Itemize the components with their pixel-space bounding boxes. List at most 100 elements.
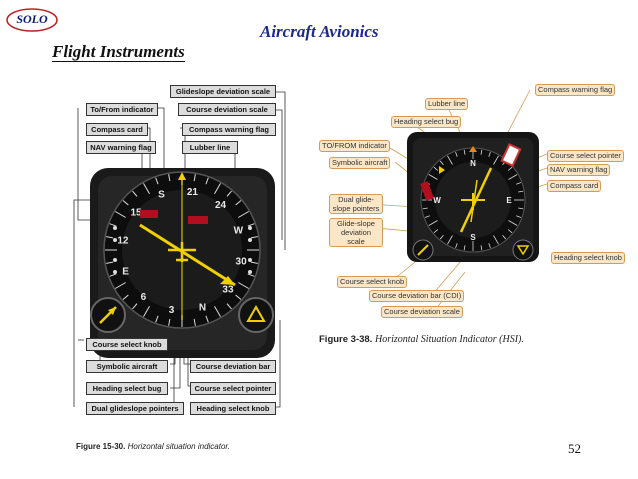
rlabel-dual-glide-slope-pointers: Dual glide-slope pointers <box>329 194 383 214</box>
dial-tick <box>214 306 221 317</box>
dial-tick <box>455 151 458 157</box>
dial-tick <box>193 174 196 182</box>
dial-tick <box>226 303 232 310</box>
dial-tick <box>488 243 491 249</box>
right-caption: Figure 3-38. Horizontal Situation Indica… <box>319 334 524 345</box>
right-hsi-diagram: N E S W <box>364 89 548 311</box>
dial-tick <box>433 229 439 234</box>
dial-tick <box>122 200 129 206</box>
dial-tick <box>447 235 453 245</box>
label-course-deviation-bar: Course deviation bar <box>190 360 276 373</box>
compass-card-label: 3 <box>169 305 175 316</box>
dial-tick <box>235 200 242 206</box>
dial-tick <box>422 207 428 210</box>
dial-tick <box>480 245 483 251</box>
dial-tick <box>155 177 159 185</box>
label-compass-warning-flag: Compass warning flag <box>182 123 276 136</box>
label-lubber-line: Lubber line <box>182 141 238 154</box>
label-glideslope-deviation-scale: Glideslope deviation scale <box>170 85 276 98</box>
svg-text:N: N <box>470 159 476 168</box>
rlabel-course-select-knob: Course select knob <box>337 276 408 288</box>
right-hsi-figure: N E S W Lubber line Compass warning flag… <box>315 82 635 357</box>
rlabel-compass-card: Compass card <box>547 180 602 192</box>
right-caption-text: Horizontal Situation Indicator (HSI). <box>374 334 524 345</box>
label-nav-warning-flag: NAV warning flag <box>86 141 156 154</box>
compass-card-label: E <box>122 267 129 278</box>
dial-tick <box>226 190 232 197</box>
label-course-deviation-scale: Course deviation scale <box>178 103 276 116</box>
dial-tick <box>428 174 438 180</box>
rlabel-compass-warning-flag: Compass warning flag <box>535 84 616 96</box>
dial-tick <box>247 223 255 227</box>
solo-badge-shape <box>6 8 58 32</box>
compass-card-label: 15 <box>130 207 142 218</box>
dial-tick <box>424 215 430 218</box>
dial-tick <box>250 236 258 239</box>
svg-text:S: S <box>470 233 476 242</box>
rlabel-heading-select-knob: Heading select knob <box>551 252 625 264</box>
dial-tick <box>439 234 444 240</box>
dial-tick <box>132 190 138 197</box>
svg-text:E: E <box>506 196 512 205</box>
label-heading-select-knob: Heading select knob <box>190 402 276 415</box>
compass-card-label: 6 <box>141 292 147 303</box>
dial-tick <box>493 155 499 165</box>
dial-tick <box>238 211 249 218</box>
dial-tick <box>518 190 524 193</box>
compass-card-label: 21 <box>187 187 199 198</box>
compass-card-label: N <box>199 302 206 313</box>
dial-tick <box>168 174 171 182</box>
compass-card-label: W <box>234 225 244 236</box>
dial-tick <box>143 306 150 317</box>
rlabel-glide-slope-deviation-scale: Glide-slope deviation scale <box>329 218 383 247</box>
dial-tick <box>106 261 114 264</box>
left-hsi-diagram: N 3 6 E 12 15 S 21 24W 30 33 <box>73 91 286 408</box>
label-dual-glideslope-pointers: Dual glideslope pointers <box>86 402 184 415</box>
dial-tick <box>463 245 466 251</box>
rlabel-lubber-line: Lubber line <box>425 98 469 110</box>
dial-tick <box>115 211 126 218</box>
left-caption-number: Figure 15-30. <box>76 442 126 451</box>
label-to-from-indicator: To/From indicator <box>86 103 158 116</box>
dial-tick <box>428 220 438 226</box>
dial-tick <box>168 318 171 326</box>
rlabel-to-from-indicator: TO/FROM indicator <box>319 140 390 152</box>
rlabel-course-select-pointer: Course select pointer <box>547 150 624 162</box>
rlabel-course-deviation-bar: Course deviation bar (CDI) <box>369 290 465 302</box>
compass-card-label: 30 <box>236 256 248 267</box>
dial-tick <box>132 303 138 310</box>
left-caption: Figure 15-30. Horizontal situation indic… <box>76 442 230 451</box>
dial-tick <box>238 282 249 289</box>
dial-tick <box>493 235 499 245</box>
dial-tick <box>106 236 114 239</box>
dial-tick <box>508 174 518 180</box>
dial-tick <box>518 207 524 210</box>
compass-card-label: 24 <box>215 200 227 211</box>
dial-tick <box>488 151 491 157</box>
rlabel-nav-warning-flag: NAV warning flag <box>547 164 611 176</box>
label-symbolic-aircraft: Symbolic aircraft <box>86 360 168 373</box>
dial-tick <box>235 294 242 300</box>
dial-tick <box>433 166 439 171</box>
dial-tick <box>516 182 522 185</box>
compass-card-label: 33 <box>222 285 234 296</box>
page-number: 52 <box>568 441 581 456</box>
dial-tick <box>439 160 444 166</box>
rlabel-heading-select-bug: Heading select bug <box>391 116 462 128</box>
right-caption-number: Figure 3-38. <box>319 334 373 345</box>
dial-tick <box>502 234 507 240</box>
dial-tick <box>250 261 258 264</box>
compass-card-label: S <box>158 190 165 201</box>
dial-tick <box>205 177 209 185</box>
rlabel-course-deviation-scale: Course deviation scale <box>381 306 463 318</box>
label-compass-card: Compass card <box>86 123 148 136</box>
label-course-select-pointer: Course select pointer <box>190 382 276 395</box>
compass-card-label: 12 <box>117 236 129 247</box>
dial-tick <box>122 294 129 300</box>
dial-tick <box>143 183 150 194</box>
dial-tick <box>516 215 522 218</box>
dial-tick <box>109 223 117 227</box>
dial-tick <box>447 155 453 165</box>
left-caption-text: Horizontal situation indicator. <box>127 442 231 451</box>
